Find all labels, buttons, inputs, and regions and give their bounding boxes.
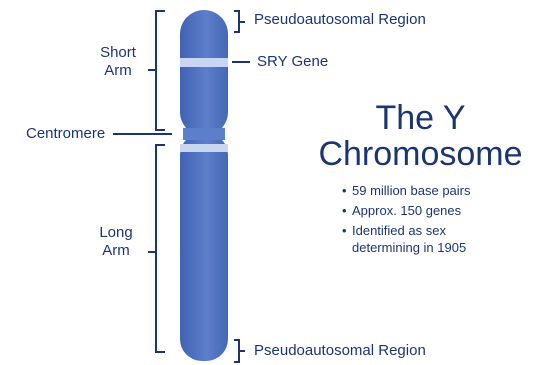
long-arm-label: Long Arm xyxy=(86,224,146,260)
sry-gene-label: SRY Gene xyxy=(257,53,328,71)
short-arm-bracket xyxy=(156,11,165,130)
short-arm-label-line1: Short xyxy=(88,44,148,62)
chromosome-short-arm xyxy=(180,10,228,136)
facts-list: • 59 million base pairs • Approx. 150 ge… xyxy=(342,182,517,259)
pseudoautosomal-top-label: Pseudoautosomal Region xyxy=(254,11,426,29)
long-arm-bracket xyxy=(156,145,165,352)
centromere-label: Centromere xyxy=(26,125,105,143)
title-line1: The Y xyxy=(318,100,523,136)
centromere-constriction xyxy=(183,128,225,140)
pseudo-bottom-bracket xyxy=(234,340,245,362)
bullet-icon: • xyxy=(342,222,347,239)
fact-text-line1: Identified as sex xyxy=(352,222,517,239)
fact-item: • Identified as sex determining in 1905 xyxy=(342,222,517,256)
bullet-icon: • xyxy=(342,182,347,199)
fact-text-line2: determining in 1905 xyxy=(352,239,517,256)
short-arm-label: Short Arm xyxy=(88,44,148,80)
title-line2: Chromosome xyxy=(318,136,523,172)
bullet-icon: • xyxy=(342,202,347,219)
fact-text: 59 million base pairs xyxy=(352,182,517,199)
short-arm-label-line2: Arm xyxy=(88,62,148,80)
fact-text: Approx. 150 genes xyxy=(352,202,517,219)
chromosome-long-arm xyxy=(180,133,228,361)
fact-item: • 59 million base pairs xyxy=(342,182,517,199)
long-arm-label-line1: Long xyxy=(86,224,146,242)
sry-band xyxy=(180,58,228,67)
centromere-band xyxy=(180,144,228,152)
long-arm-label-line2: Arm xyxy=(86,242,146,260)
chromosome xyxy=(180,10,228,361)
pseudo-top-bracket xyxy=(234,11,245,32)
fact-item: • Approx. 150 genes xyxy=(342,202,517,219)
pseudoautosomal-bottom-label: Pseudoautosomal Region xyxy=(254,342,426,360)
diagram-title: The Y Chromosome xyxy=(318,100,523,172)
